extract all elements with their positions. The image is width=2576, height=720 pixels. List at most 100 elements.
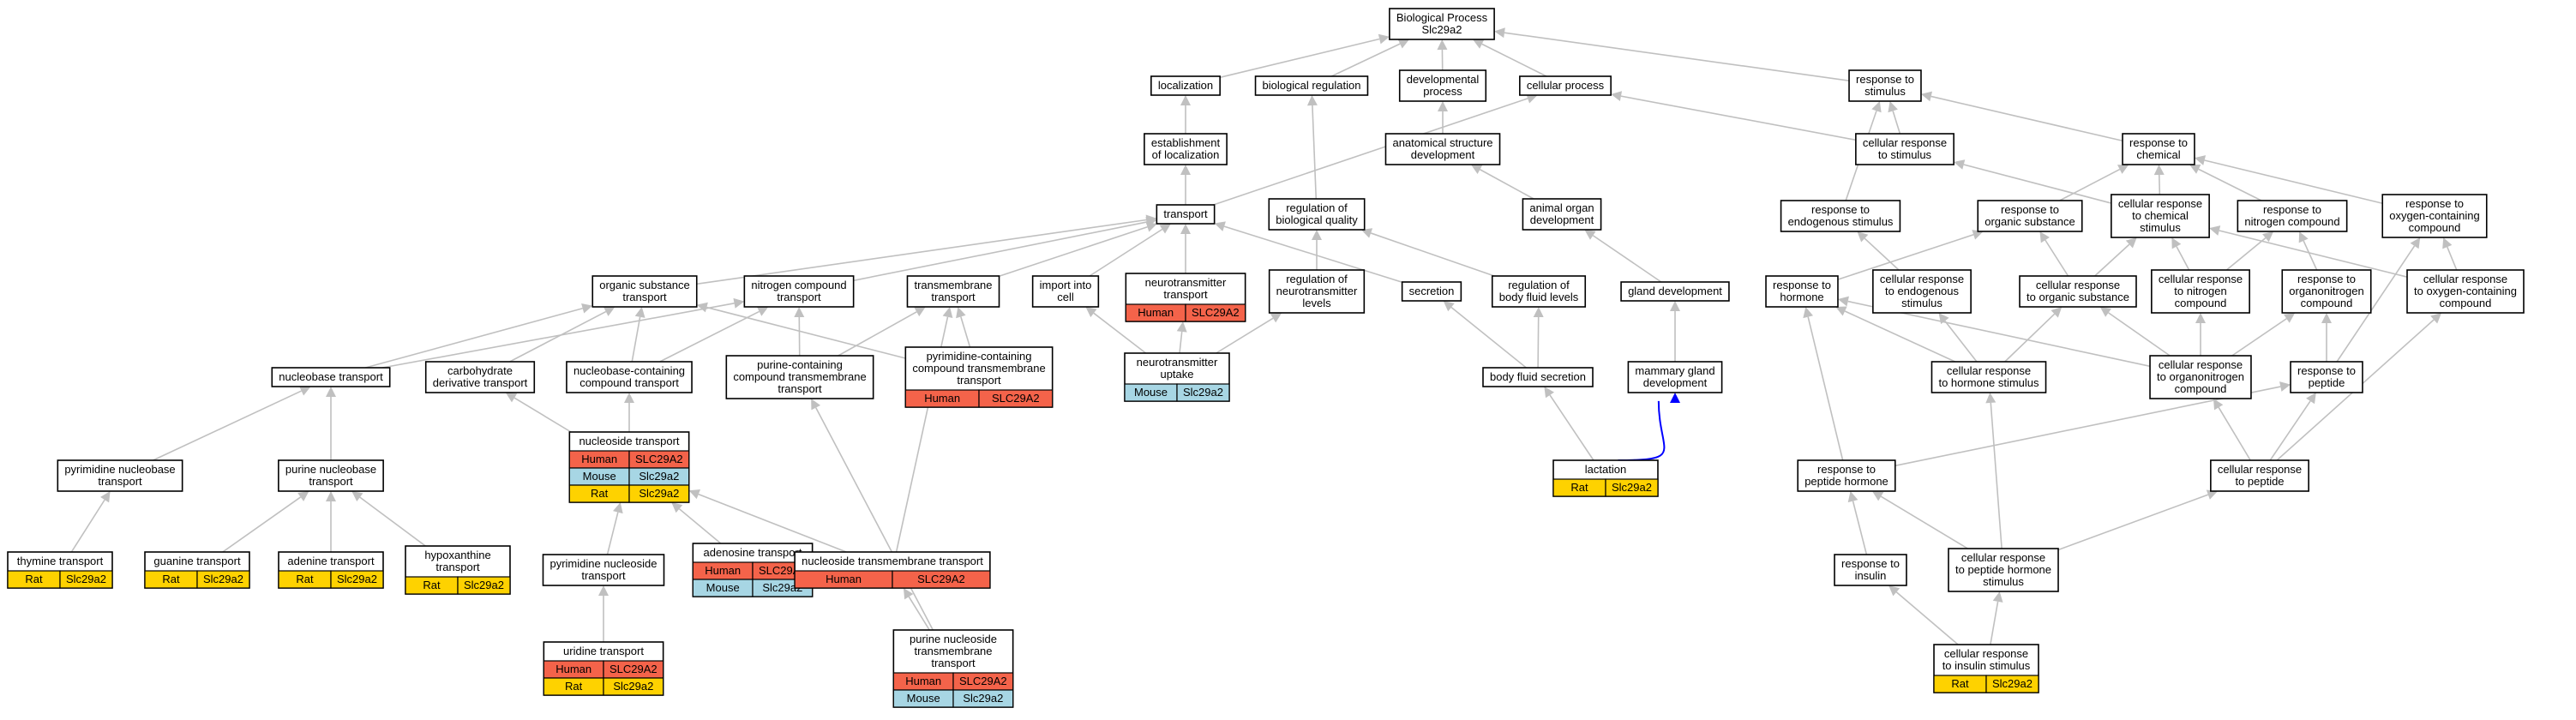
arrowhead xyxy=(1526,93,1538,104)
edge xyxy=(1844,310,1956,363)
node-box xyxy=(906,275,1000,308)
arrowhead xyxy=(2279,381,2291,392)
node-label-line: development xyxy=(1411,148,1475,161)
node-label-line: cellular response xyxy=(2159,358,2243,371)
arrowhead xyxy=(2209,225,2221,236)
node-label-line: to peptide hormone xyxy=(1955,563,2051,576)
edge xyxy=(70,499,105,553)
node-label-line: cellular response xyxy=(2423,273,2507,285)
gene-symbol: Slc29a2 xyxy=(337,573,377,585)
arrowhead xyxy=(2430,313,2442,324)
arrowhead xyxy=(903,588,914,600)
node-box xyxy=(1268,269,1366,314)
go-node-secretion: secretion xyxy=(1401,281,1462,302)
node-label-line: transport xyxy=(1163,288,1208,301)
edge xyxy=(2057,494,2209,551)
go-node-bodyfluidsec: body fluid secretion xyxy=(1482,367,1594,387)
edge xyxy=(222,496,302,553)
node-box xyxy=(2210,459,2309,492)
edge xyxy=(2059,168,2121,201)
species-name: Rat xyxy=(25,573,43,585)
go-node-cellproc: cellular process xyxy=(1519,75,1612,96)
node-label-line: cellular response xyxy=(2218,463,2302,476)
gene-symbol: Slc29a2 xyxy=(203,573,243,585)
arrowhead xyxy=(2153,165,2165,176)
species-name: Rat xyxy=(1951,677,1969,690)
node-label-line: cellular response xyxy=(2118,197,2202,210)
node-box xyxy=(1855,133,1955,165)
node-label-line: transport xyxy=(1163,207,1208,220)
node-box xyxy=(2406,269,2525,314)
node-label-line: compound xyxy=(2301,297,2353,309)
node-label-line: of localization xyxy=(1152,148,1220,161)
arrowhead xyxy=(2262,231,2274,243)
edge xyxy=(2447,246,2458,271)
arrowhead xyxy=(756,307,769,316)
edge xyxy=(2198,168,2262,201)
node-box xyxy=(2381,194,2488,238)
node-box xyxy=(1150,75,1221,96)
arrowhead xyxy=(1438,101,1448,111)
arrowhead xyxy=(794,307,805,318)
species-name: Human xyxy=(1138,306,1174,319)
edge xyxy=(1837,234,1974,280)
arrowhead xyxy=(2298,231,2309,243)
node-label-line: cellular response xyxy=(1961,551,2045,564)
gene-symbol: Slc29a2 xyxy=(1183,386,1223,399)
node-label-line: body fluid secretion xyxy=(1490,370,1586,383)
edge xyxy=(696,219,1147,285)
node-label-line: to organonitrogen xyxy=(2157,370,2244,383)
species-name: Mouse xyxy=(1134,386,1168,399)
node-box xyxy=(1765,275,1839,308)
node-box xyxy=(2281,269,2372,314)
gene-symbol: Slc29a2 xyxy=(963,692,1003,705)
node-label-line: response to xyxy=(2405,197,2464,210)
arrowhead xyxy=(2039,231,2050,243)
gene-cell xyxy=(603,677,664,696)
species-name: Rat xyxy=(565,680,583,693)
node-label-line: compound transmembrane xyxy=(733,370,866,383)
arrowhead xyxy=(696,302,708,313)
node-label-line: transport xyxy=(435,561,480,573)
node-label-line: hormone xyxy=(1780,291,1823,303)
edge xyxy=(1990,402,2003,549)
edge xyxy=(381,303,735,369)
node-box xyxy=(1031,275,1100,308)
edge xyxy=(838,311,917,357)
arrowhead xyxy=(100,491,111,503)
node-label-line: guanine transport xyxy=(153,555,241,567)
arrowhead xyxy=(2125,237,2137,249)
gene-cell xyxy=(1185,303,1246,322)
node-label-line: purine nucleoside xyxy=(910,633,997,645)
species-name: Human xyxy=(905,675,941,687)
node-label-line: Slc29a2 xyxy=(1422,23,1462,36)
node-box xyxy=(1156,204,1216,225)
node-box xyxy=(542,554,665,586)
arrowhead xyxy=(1835,306,1847,316)
node-box xyxy=(1797,459,1896,492)
node-box xyxy=(1268,198,1366,231)
edge xyxy=(1930,95,2123,142)
node-label-line: secretion xyxy=(1409,285,1455,297)
node-label-line: to insulin stimulus xyxy=(1943,659,2031,672)
edge xyxy=(1213,98,1528,206)
arrowhead xyxy=(2442,237,2453,249)
node-box xyxy=(1519,75,1612,96)
edges-layer xyxy=(70,27,2458,645)
arrowhead xyxy=(2171,237,2182,249)
arrowhead xyxy=(2410,237,2421,249)
node-label-line: cellular response xyxy=(1947,364,2031,377)
node-label-line: development xyxy=(1530,213,1594,226)
edge xyxy=(1480,169,1534,200)
arrowhead xyxy=(1378,33,1390,45)
